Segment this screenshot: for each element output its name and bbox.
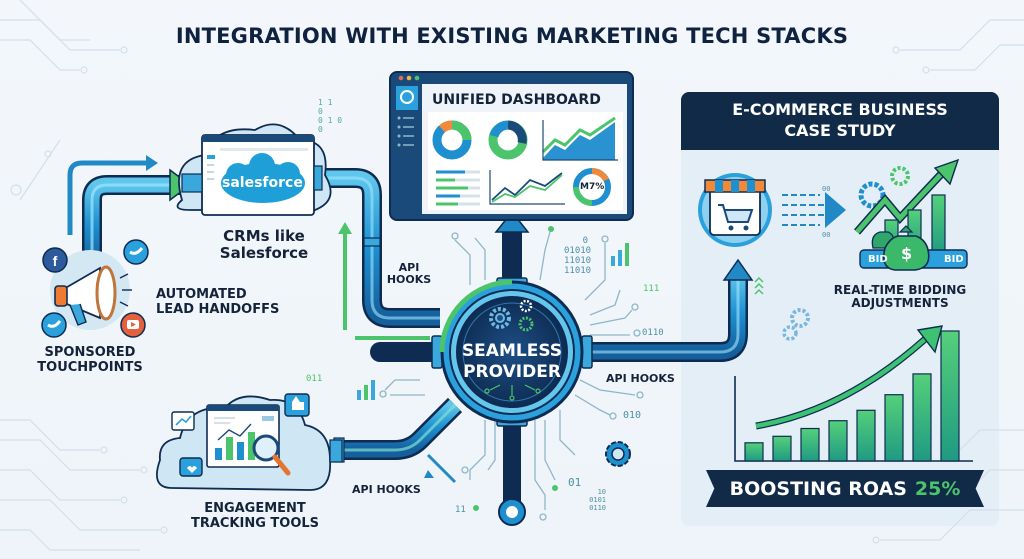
youtube-icon — [120, 312, 146, 338]
pipe-hub-down — [498, 420, 526, 526]
bidding-label-line1: REAL-TIME BIDDING — [833, 283, 967, 297]
binary-line: 10 — [597, 488, 606, 496]
touchpoints-label-line1: SPONSORED — [44, 345, 136, 360]
mini-bar-chart-left — [357, 380, 375, 400]
binary-bottom-stack: 10 0101 0110 — [586, 488, 606, 512]
pipe-hub-to-engagement — [333, 397, 463, 484]
binary-line: 1 1 — [318, 98, 333, 107]
binary-shop-top: 00 — [822, 185, 831, 193]
pipe-hub-to-dashboard — [494, 210, 530, 285]
dollar-sign: $ — [901, 244, 913, 263]
roas-bar — [912, 373, 932, 462]
roas-bar — [772, 435, 792, 462]
engagement-label-line2: TRACKING TOOLS — [190, 515, 320, 531]
salesforce-logo: salesforce — [222, 175, 303, 191]
growth-arrow — [755, 328, 937, 429]
hub-label-line1: SEAMLESS — [461, 341, 563, 361]
roas-growth-chart — [734, 325, 973, 462]
dashboard-title: UNIFIED DASHBOARD — [432, 92, 601, 108]
seamless-provider-hub — [431, 277, 593, 427]
hub-label-line2: PROVIDER — [463, 362, 561, 382]
pipe-hub-to-shop — [580, 258, 754, 362]
roas-bar — [744, 442, 764, 462]
data-arrow-icon — [782, 192, 846, 228]
binary-010: 010 — [623, 410, 642, 421]
pipe-crm-to-hub — [318, 168, 440, 340]
binary-line: 11010 — [564, 256, 592, 266]
binary-line: 0 — [582, 236, 588, 246]
binary-line: 0101 — [589, 496, 606, 504]
roas-banner: BOOSTING ROAS 25% — [706, 470, 984, 507]
svg-text:f: f — [53, 253, 58, 269]
shop-icon — [698, 173, 772, 247]
lead-handoffs-label: AUTOMATED LEAD HANDOFFS — [156, 287, 280, 317]
growth-arrow-outline — [755, 327, 938, 430]
api-hooks-top-line2: HOOKS — [386, 273, 432, 287]
facebook-icon: f — [42, 247, 68, 273]
roas-bar — [800, 427, 820, 462]
binary-01: 01 — [568, 476, 582, 489]
api-hooks-label-bottom: API HOOKS — [352, 483, 421, 496]
binary-line: 0 — [318, 107, 323, 116]
binary-011: 011 — [306, 374, 323, 384]
roas-bar — [828, 420, 848, 462]
chevrons-up-icon — [754, 276, 764, 295]
engagement-tools-cloud — [156, 393, 343, 491]
twitter-icon — [123, 239, 149, 265]
touchpoints-label-line2: TOUCHPOINTS — [37, 359, 143, 375]
bidding-label-line2: ADJUSTMENTS — [851, 296, 949, 311]
dashboard-gauge-value: M7% — [580, 182, 605, 192]
binary-top-center: 0 01010 11010 11010 — [564, 236, 592, 276]
bidding-label: REAL-TIME BIDDING ADJUSTMENTS — [820, 283, 980, 311]
bid-label-right: BID — [944, 254, 964, 265]
binary-shop-bottom: 00 — [822, 231, 831, 239]
hub-label: SEAMLESS PROVIDER — [446, 341, 578, 383]
binary-line: 0110 — [589, 504, 606, 512]
crm-label-line2: Salesforce — [219, 243, 309, 262]
roas-bar — [856, 409, 876, 462]
gears-icon — [489, 299, 534, 332]
crm-label: CRMs like Salesforce — [214, 228, 314, 262]
api-hooks-label-top: API HOOKS — [384, 261, 434, 287]
hub-circuit-traces — [379, 226, 644, 521]
pipe-touchpoints-to-crm — [67, 155, 192, 265]
roas-text: BOOSTING ROAS — [729, 477, 907, 500]
binary-111: 111 — [643, 284, 660, 294]
engagement-label-line1: ENGAGEMENT — [204, 501, 306, 516]
api-hooks-top-line1: API — [398, 261, 420, 274]
binary-line: 11010 — [564, 266, 592, 276]
touchpoints-label: SPONSORED TOUCHPOINTS — [30, 345, 150, 375]
twitter-icon-2 — [41, 312, 67, 338]
lead-label-line1: AUTOMATED — [156, 287, 247, 302]
roas-bar — [940, 330, 960, 462]
unified-dashboard-window — [389, 71, 634, 221]
binary-line: 0 — [318, 125, 323, 134]
small-gears-icon — [782, 308, 810, 341]
roas-value: 25% — [914, 477, 961, 500]
engagement-label: ENGAGEMENT TRACKING TOOLS — [180, 501, 330, 531]
gear-icon — [605, 441, 631, 467]
mini-bar-chart-right — [611, 243, 629, 266]
binary-line: 01010 — [564, 246, 592, 256]
binary-11: 11 — [455, 505, 466, 515]
case-study-header-line2: CASE STUDY — [784, 121, 896, 140]
case-study-header-line1: E-COMMERCE BUSINESS — [732, 100, 948, 119]
lead-label-line2: LEAD HANDOFFS — [156, 301, 280, 317]
roas-bar — [884, 394, 904, 462]
money-bag-icon — [859, 225, 968, 271]
case-study-header: E-COMMERCE BUSINESS CASE STUDY — [681, 92, 999, 150]
megaphone-icon — [50, 250, 132, 330]
binary-0110: 0110 — [642, 328, 664, 338]
api-hooks-label-right: API HOOKS — [606, 372, 675, 385]
binary-crm-bits: 1 1 0 0 1 0 0 — [318, 98, 342, 134]
salesforce-crm-window — [176, 123, 332, 216]
crm-label-line1: CRMs like — [223, 227, 305, 245]
bid-label-left: BID — [868, 254, 888, 265]
growth-arrow-head — [916, 325, 943, 354]
binary-line: 0 1 0 — [318, 116, 343, 125]
page-title: INTEGRATION WITH EXISTING MARKETING TECH… — [175, 24, 849, 48]
